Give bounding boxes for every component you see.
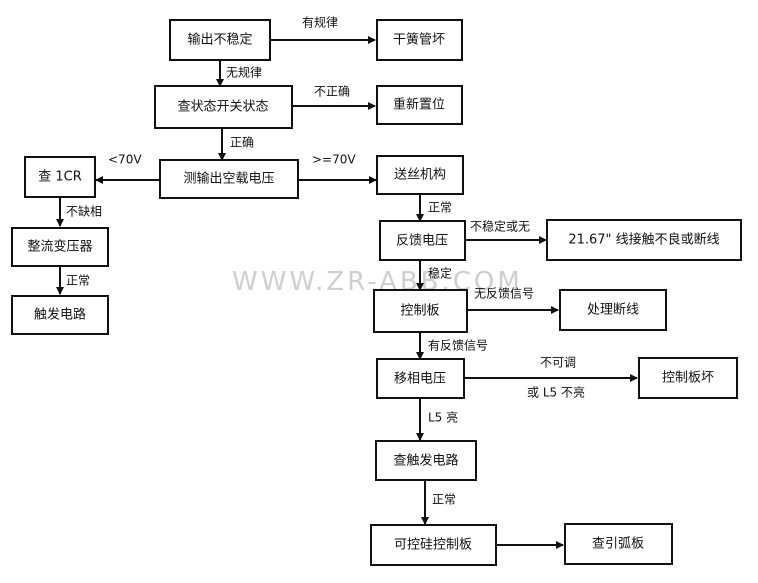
svg-text:21.67" 线接触不良或断线: 21.67" 线接触不良或断线 (568, 232, 719, 248)
label-l5-on: L5 亮 (428, 410, 458, 425)
node-output-unstable: 输出不稳定 (169, 19, 271, 61)
svg-text:测输出空载电压: 测输出空载电压 (183, 171, 274, 187)
label-ge70: >=70V (312, 153, 356, 167)
svg-text:反馈电压: 反馈电压 (396, 234, 448, 249)
svg-text:查引弧板: 查引弧板 (592, 537, 644, 552)
label-or-l5-off: 或 L5 不亮 (527, 385, 585, 400)
node-control-board-bad: 控制板坏 (638, 357, 738, 399)
node-scr-control-board: 可控硅控制板 (370, 524, 497, 566)
node-trigger-circuit-left: 触发电路 (11, 295, 109, 335)
svg-text:移相电压: 移相电压 (394, 372, 446, 387)
svg-text:可控硅控制板: 可控硅控制板 (394, 538, 472, 553)
label-normal-1: 正常 (66, 274, 90, 288)
label-incorrect: 不正确 (314, 85, 350, 99)
node-poor-contact: 21.67" 线接触不良或断线 (546, 219, 742, 261)
node-reset: 重新置位 (376, 85, 463, 125)
svg-text:查 1CR: 查 1CR (38, 170, 82, 185)
node-phase-shift-voltage: 移相电压 (376, 358, 465, 399)
svg-text:重新置位: 重新置位 (393, 97, 445, 113)
label-normal-2: 正常 (428, 201, 452, 215)
label-irregular: 无规律 (226, 65, 262, 80)
label-normal-3: 正常 (432, 493, 456, 507)
label-lt70: <70V (108, 153, 142, 167)
label-has-feedback: 有反馈信号 (428, 339, 488, 353)
node-measure-noload-voltage: 测输出空载电压 (159, 159, 299, 199)
svg-text:查触发电路: 查触发电路 (393, 453, 458, 469)
svg-text:控制板: 控制板 (400, 304, 439, 319)
label-not-adjustable: 不可调 (540, 356, 576, 370)
svg-text:送丝机构: 送丝机构 (394, 168, 446, 183)
node-check-arc-board: 查引弧板 (564, 523, 673, 565)
svg-text:输出不稳定: 输出不稳定 (187, 32, 252, 48)
label-stable: 稳定 (428, 266, 452, 281)
node-feedback-voltage: 反馈电压 (379, 220, 466, 261)
svg-text:控制板坏: 控制板坏 (662, 371, 714, 386)
node-control-board: 控制板 (373, 289, 468, 333)
label-unstable-or-none: 不稳定或无 (470, 219, 530, 234)
svg-text:查状态开关状态: 查状态开关状态 (177, 100, 268, 115)
svg-text:干簧管坏: 干簧管坏 (393, 32, 445, 48)
label-correct: 正确 (230, 136, 254, 150)
label-no-phase-loss: 不缺相 (66, 204, 102, 219)
node-reed-tube-bad: 干簧管坏 (376, 19, 463, 61)
svg-text:处理断线: 处理断线 (587, 303, 639, 318)
node-check-1cr: 查 1CR (24, 156, 96, 198)
node-check-switch-state: 查状态开关状态 (154, 85, 293, 129)
node-handle-break: 处理断线 (559, 289, 667, 331)
node-wire-feed: 送丝机构 (376, 155, 464, 195)
node-check-trigger-circuit: 查触发电路 (375, 440, 477, 481)
node-rectifier-transformer: 整流变压器 (11, 227, 109, 267)
label-regular: 有规律 (302, 15, 338, 30)
label-no-feedback: 无反馈信号 (474, 287, 534, 301)
svg-text:触发电路: 触发电路 (34, 307, 86, 323)
svg-text:整流变压器: 整流变压器 (27, 239, 92, 255)
